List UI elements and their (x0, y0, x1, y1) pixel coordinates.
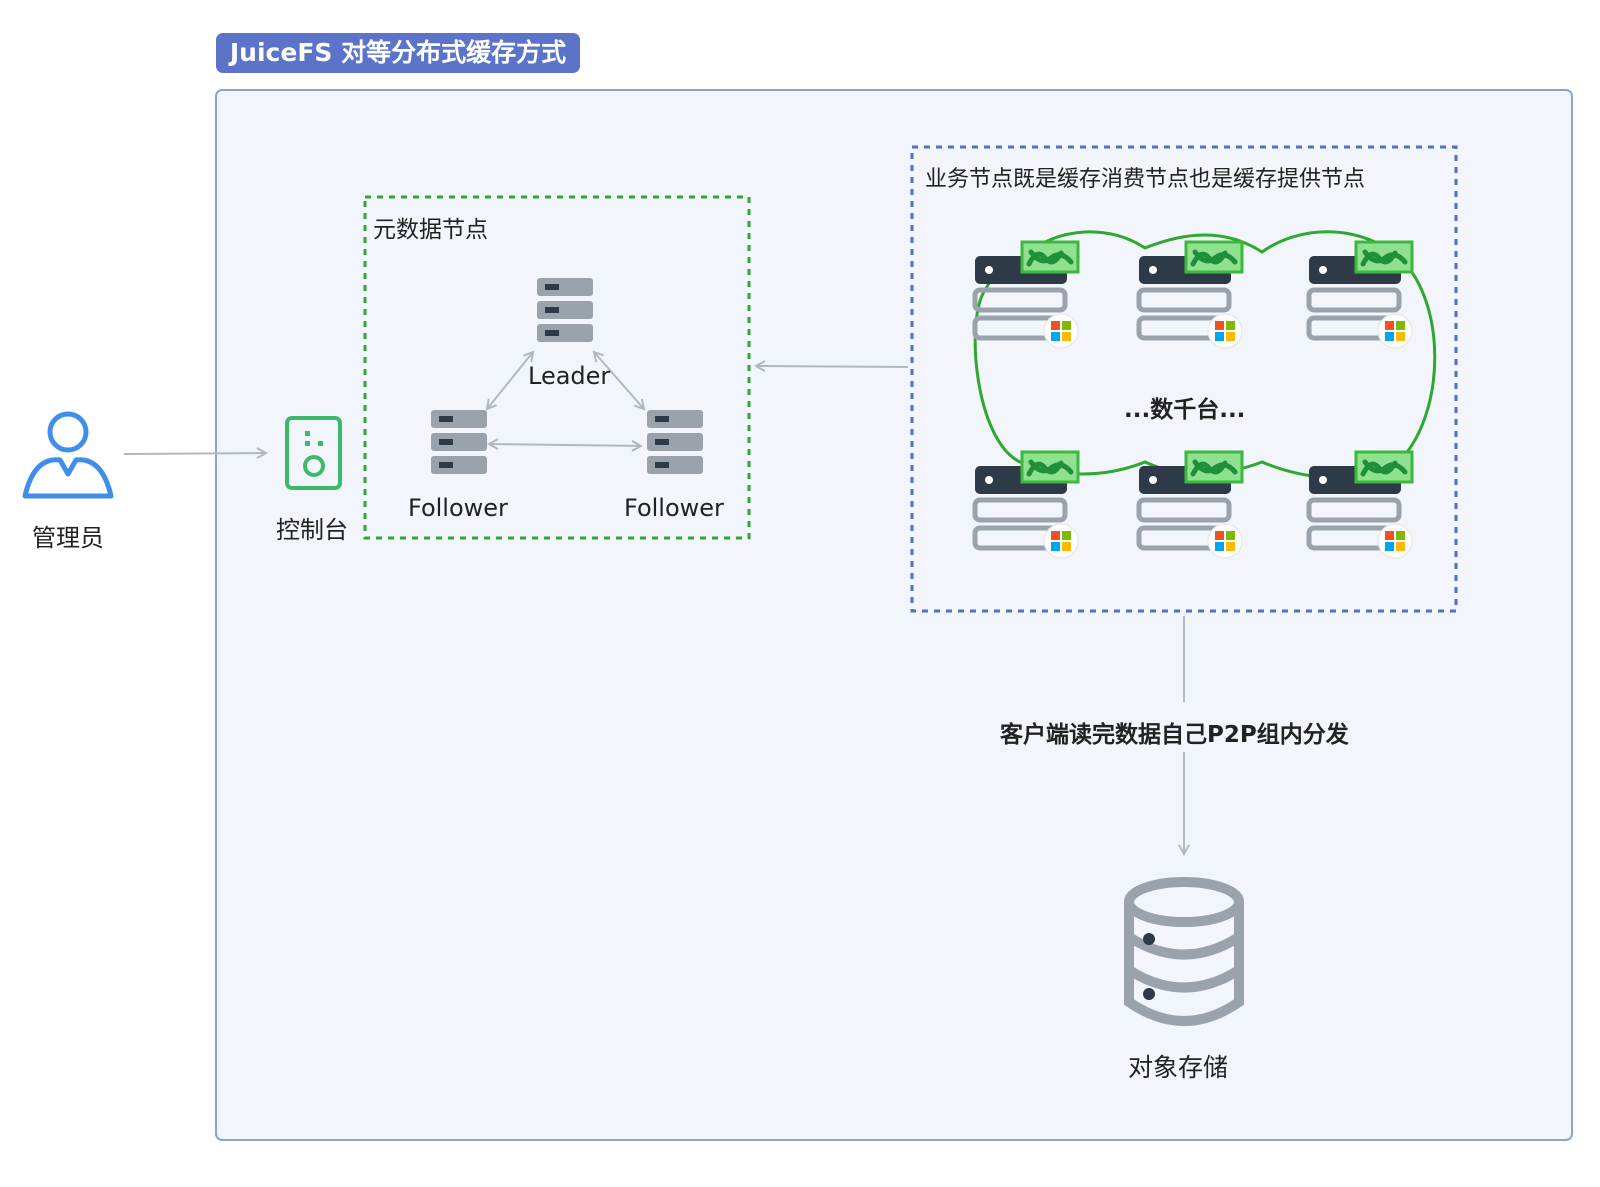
follower-server-icon (431, 410, 487, 474)
follower-label: Follower (408, 494, 508, 522)
leader-follower-arrow (594, 352, 644, 409)
business-to-metadata-arrow (756, 366, 909, 367)
console-icon (285, 416, 342, 490)
main-panel (215, 89, 1573, 1141)
flow-label: 客户端读完数据自己P2P组内分发 (1000, 722, 1349, 748)
follower-follower-arrow (489, 444, 641, 446)
admin-to-console-arrow (123, 453, 266, 454)
metadata-group (363, 195, 751, 540)
console-label: 控制台 (276, 516, 348, 544)
diagram-title: JuiceFS 对等分布式缓存方式 (216, 33, 580, 73)
database-icon (1124, 877, 1244, 1026)
database-indicator (1143, 933, 1155, 945)
leader-label: Leader (528, 362, 611, 390)
node-count-label: ...数千台... (1124, 397, 1246, 423)
follower-server-icon (647, 410, 703, 474)
storage-label: 对象存储 (1128, 1053, 1229, 1082)
admin-label: 管理员 (32, 524, 104, 552)
leader-server-icon (537, 278, 593, 342)
leader-follower-arrow (487, 352, 533, 409)
person-icon (22, 411, 114, 499)
follower-label: Follower (624, 494, 724, 522)
database-indicator (1143, 988, 1155, 1000)
business-group-label: 业务节点既是缓存消费节点也是缓存提供节点 (925, 167, 1366, 192)
metadata-group-label: 元数据节点 (373, 217, 488, 243)
